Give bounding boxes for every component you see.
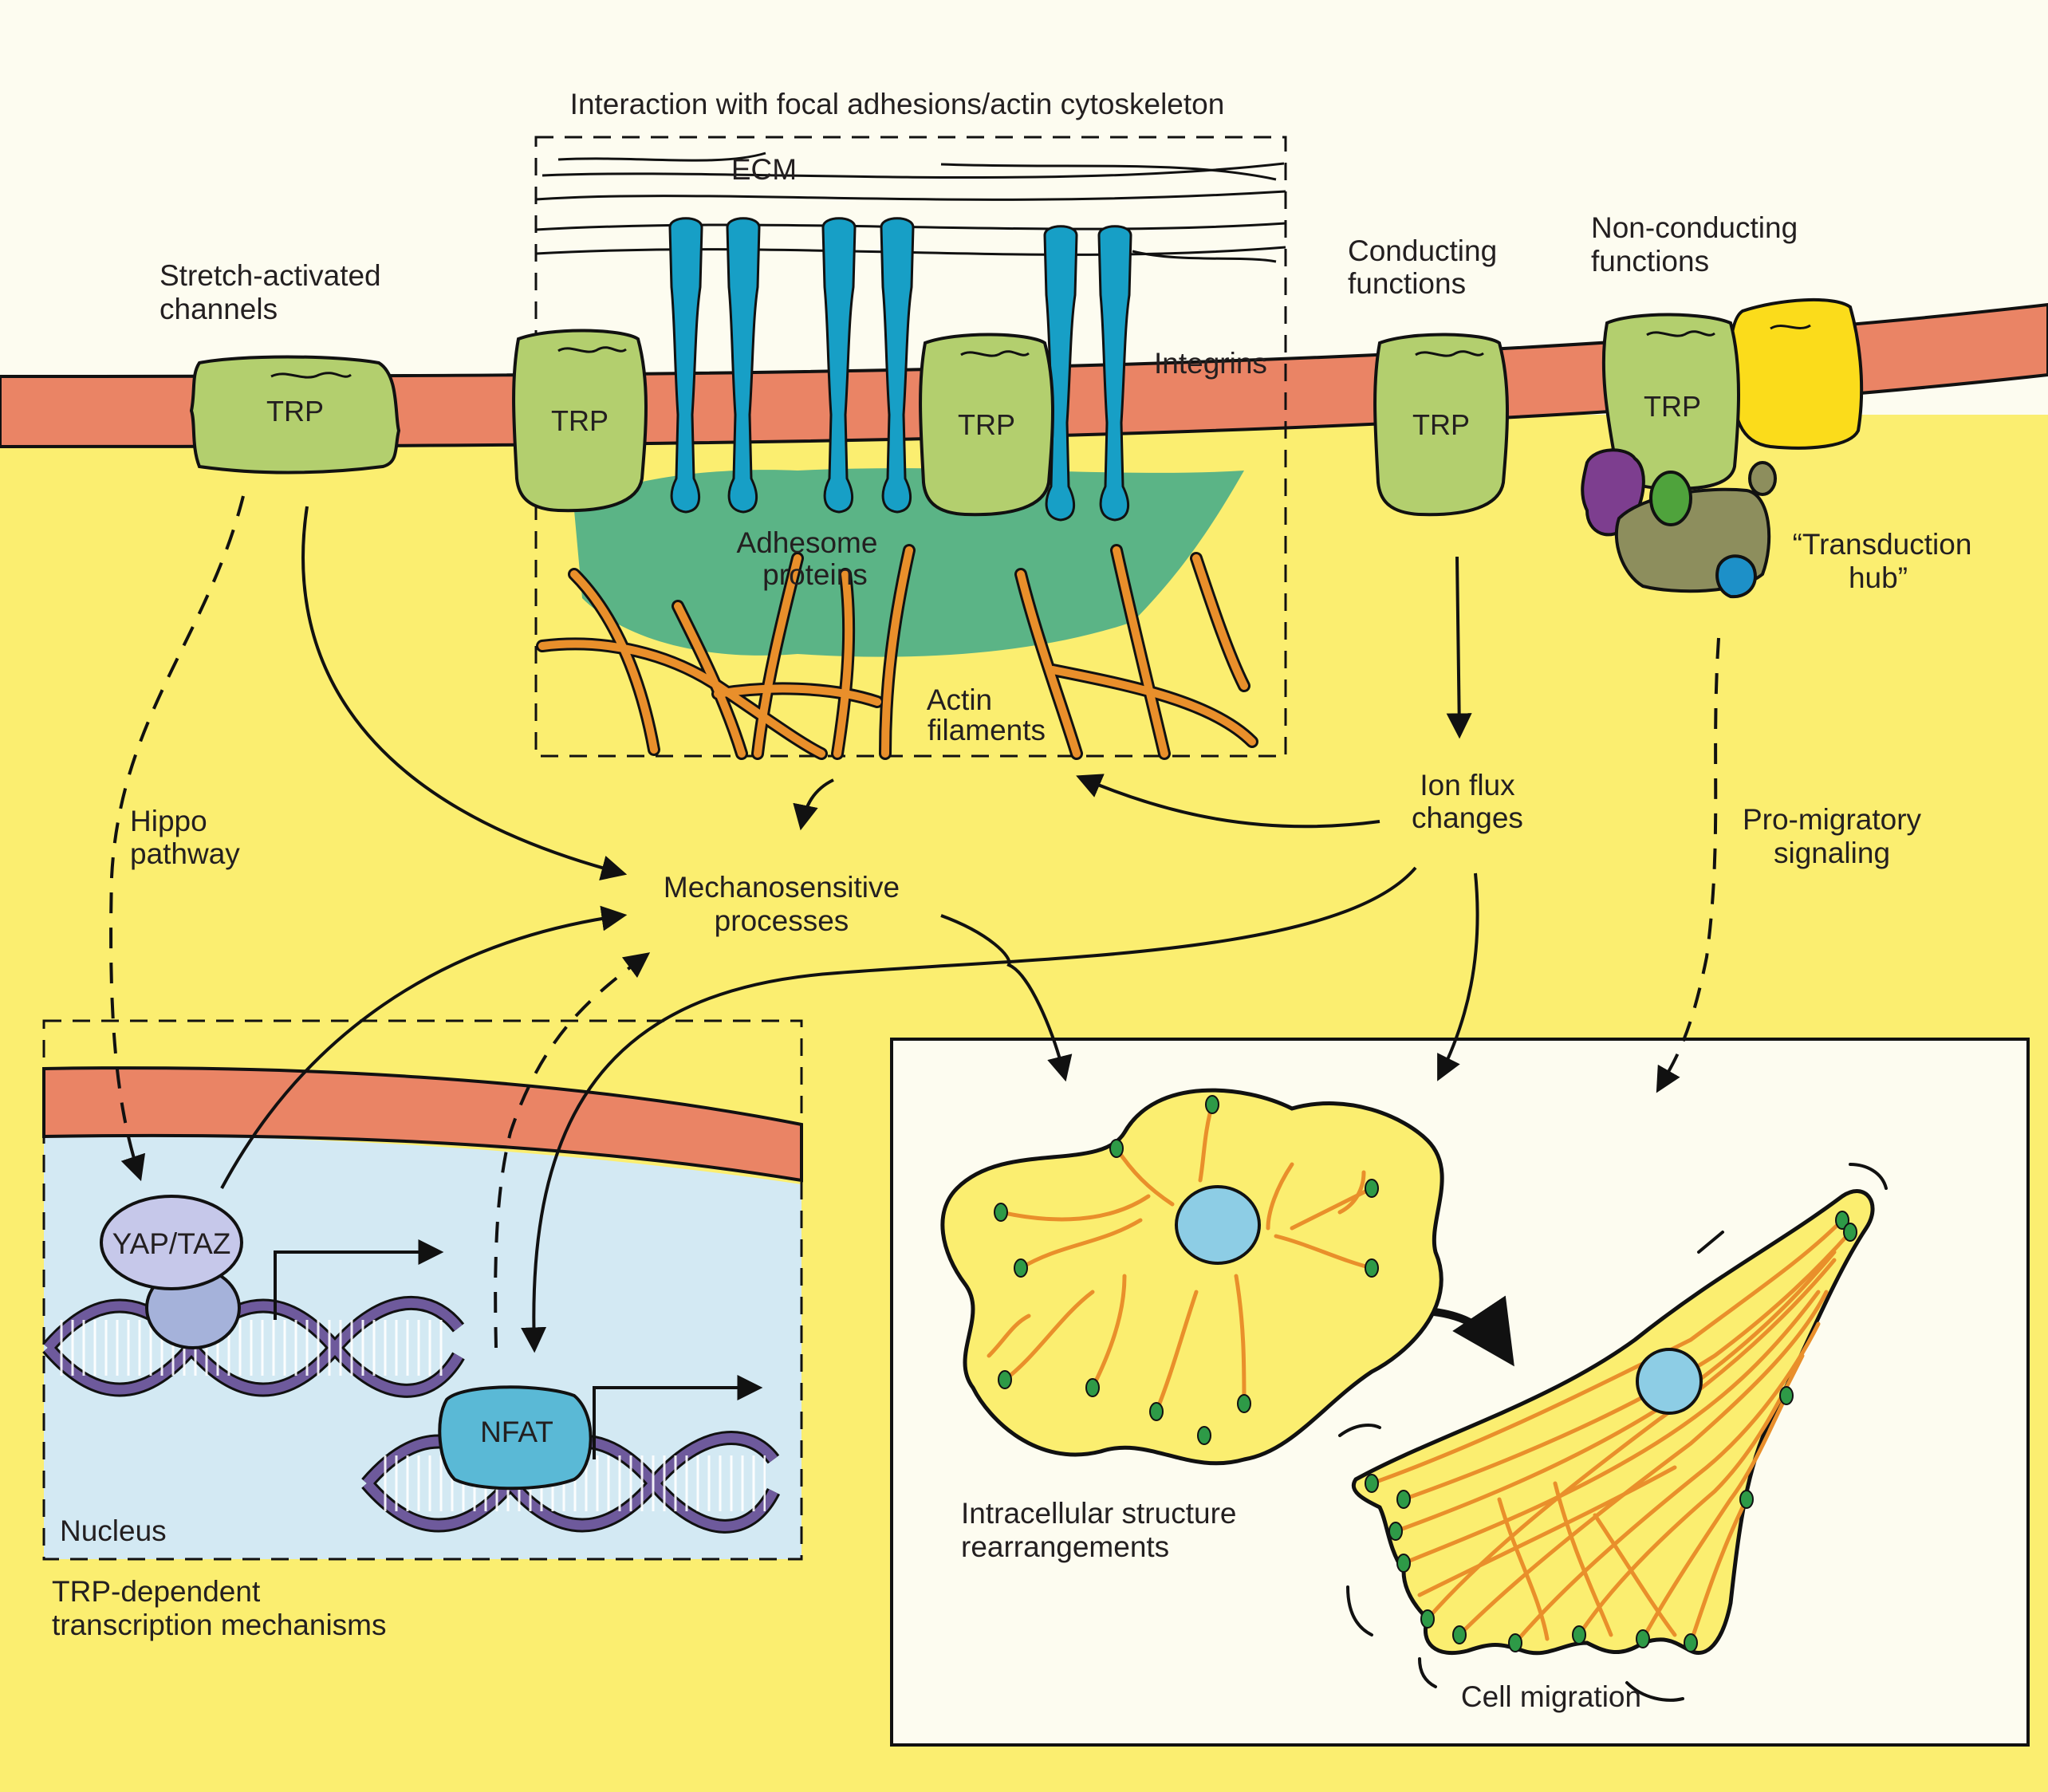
promig-label-1: Pro-migratory bbox=[1743, 803, 1922, 836]
yellow-partner bbox=[1728, 297, 1864, 450]
actin-label-1: Actin bbox=[927, 683, 992, 716]
conducting-label-2: functions bbox=[1348, 267, 1466, 300]
conducting-label-1: Conducting bbox=[1348, 234, 1497, 267]
trp-focal-right: TRP bbox=[919, 333, 1054, 517]
stretch-label-1: Stretch-activated bbox=[160, 259, 381, 292]
transcription-arrow-nfat bbox=[593, 1375, 763, 1459]
trp-stretch: TRP bbox=[189, 355, 401, 475]
intra-label-1: Intracellular structure bbox=[961, 1497, 1236, 1530]
ionflux-label-2: changes bbox=[1412, 801, 1523, 834]
stretch-label-2: channels bbox=[160, 293, 278, 325]
motion-lines bbox=[1338, 1163, 1888, 1702]
stretch-to-mechano-arrow bbox=[301, 506, 628, 880]
pathway-arrows bbox=[109, 495, 1720, 1353]
cell-nucleus bbox=[1175, 1185, 1261, 1265]
hippo-label-2: pathway bbox=[130, 837, 240, 870]
nuclear-envelope bbox=[42, 1066, 803, 1183]
cell-nucleus bbox=[1636, 1348, 1703, 1415]
intra-label-2: rearrangements bbox=[961, 1530, 1169, 1563]
mechano-label-1: Mechanosensitive bbox=[664, 871, 900, 904]
ionflux-to-nfat-arrow bbox=[521, 866, 1417, 1353]
mechano-to-cell-arrow bbox=[940, 914, 1073, 1082]
trp-label: TRP bbox=[266, 395, 324, 427]
mechano-label-2: processes bbox=[715, 904, 849, 937]
trp-channel-icon bbox=[189, 355, 401, 475]
trp-channel-icon bbox=[1601, 313, 1740, 490]
transcription-arrow-yap bbox=[274, 1239, 444, 1320]
trpdep-label-2: transcription mechanisms bbox=[52, 1609, 386, 1641]
adhesion-to-mechano-arrow bbox=[793, 778, 834, 831]
trp-label: TRP bbox=[551, 404, 608, 437]
yap-to-mechano-arrow bbox=[220, 905, 628, 1189]
cell-icon bbox=[1338, 1163, 1888, 1702]
hub-label-2: hub” bbox=[1849, 561, 1908, 594]
nonconducting-label-2: functions bbox=[1591, 245, 1709, 278]
adhesome-label-1: Adhesome bbox=[737, 526, 878, 559]
trpdep-label-1: TRP-dependent bbox=[52, 1575, 261, 1608]
promig-label-2: signaling bbox=[1774, 837, 1890, 869]
green-partner bbox=[1649, 471, 1692, 526]
yap-taz-complex: YAP/TAZ bbox=[100, 1195, 243, 1349]
hippo-label-1: Hippo bbox=[130, 805, 207, 837]
transduction-hub: TRP bbox=[1581, 297, 1864, 599]
integrins-label: Integrins bbox=[1154, 347, 1267, 380]
nfat-complex: NFAT bbox=[438, 1385, 593, 1491]
ionflux-to-cell-arrow bbox=[1437, 872, 1479, 1081]
adhesome-label-2: proteins bbox=[762, 558, 868, 591]
nonconducting-label-1: Non-conducting bbox=[1591, 211, 1798, 244]
ionflux-to-focal-arrow bbox=[1076, 774, 1380, 829]
nucleus-label: Nucleus bbox=[60, 1514, 167, 1547]
integrin-icon bbox=[668, 217, 703, 514]
dna-helix-icon bbox=[42, 1295, 465, 1398]
integrin-icon bbox=[821, 217, 857, 514]
olive-small bbox=[1748, 461, 1777, 496]
hub-label-1: “Transduction bbox=[1793, 528, 1972, 561]
top-title: Interaction with focal adhesions/actin c… bbox=[570, 88, 1225, 120]
trp-conducting: TRP bbox=[1373, 333, 1509, 517]
yap-taz bbox=[100, 1195, 243, 1290]
promigratory-arrow bbox=[1656, 637, 1720, 1093]
cell-migration-label: Cell migration bbox=[1461, 1680, 1641, 1713]
trp-channel-icon bbox=[919, 333, 1054, 517]
cell-icon bbox=[940, 1088, 1444, 1466]
trp-label: TRP bbox=[958, 408, 1015, 441]
integrin-icon bbox=[726, 217, 761, 514]
actin-label-2: filaments bbox=[928, 714, 1046, 746]
nfat bbox=[438, 1385, 593, 1491]
blue-partner bbox=[1715, 554, 1757, 599]
hippo-arrow bbox=[109, 495, 245, 1182]
ecm-label: ECM bbox=[731, 153, 797, 186]
conducting-to-ionflux-arrow bbox=[1446, 556, 1472, 739]
ionflux-label-1: Ion flux bbox=[1420, 769, 1515, 801]
integrin-icon bbox=[880, 217, 915, 514]
trp-channel-icon bbox=[1373, 333, 1509, 517]
integrins bbox=[668, 217, 1132, 522]
cell-transition-arrow bbox=[1433, 1295, 1514, 1367]
yaptaz-label: YAP/TAZ bbox=[112, 1227, 231, 1260]
nfat-to-mechano-arrow bbox=[494, 952, 651, 1349]
integrin-icon bbox=[1097, 225, 1132, 522]
trp-focal-left: TRP bbox=[512, 329, 648, 513]
trp-label: TRP bbox=[1412, 408, 1470, 441]
nucleus-box bbox=[42, 1019, 803, 1561]
round-cell bbox=[940, 1088, 1444, 1466]
trp-channel-icon bbox=[512, 329, 648, 513]
ecm-fibers bbox=[535, 152, 1286, 263]
nfat-label: NFAT bbox=[480, 1416, 553, 1448]
trp-label: TRP bbox=[1644, 390, 1701, 423]
